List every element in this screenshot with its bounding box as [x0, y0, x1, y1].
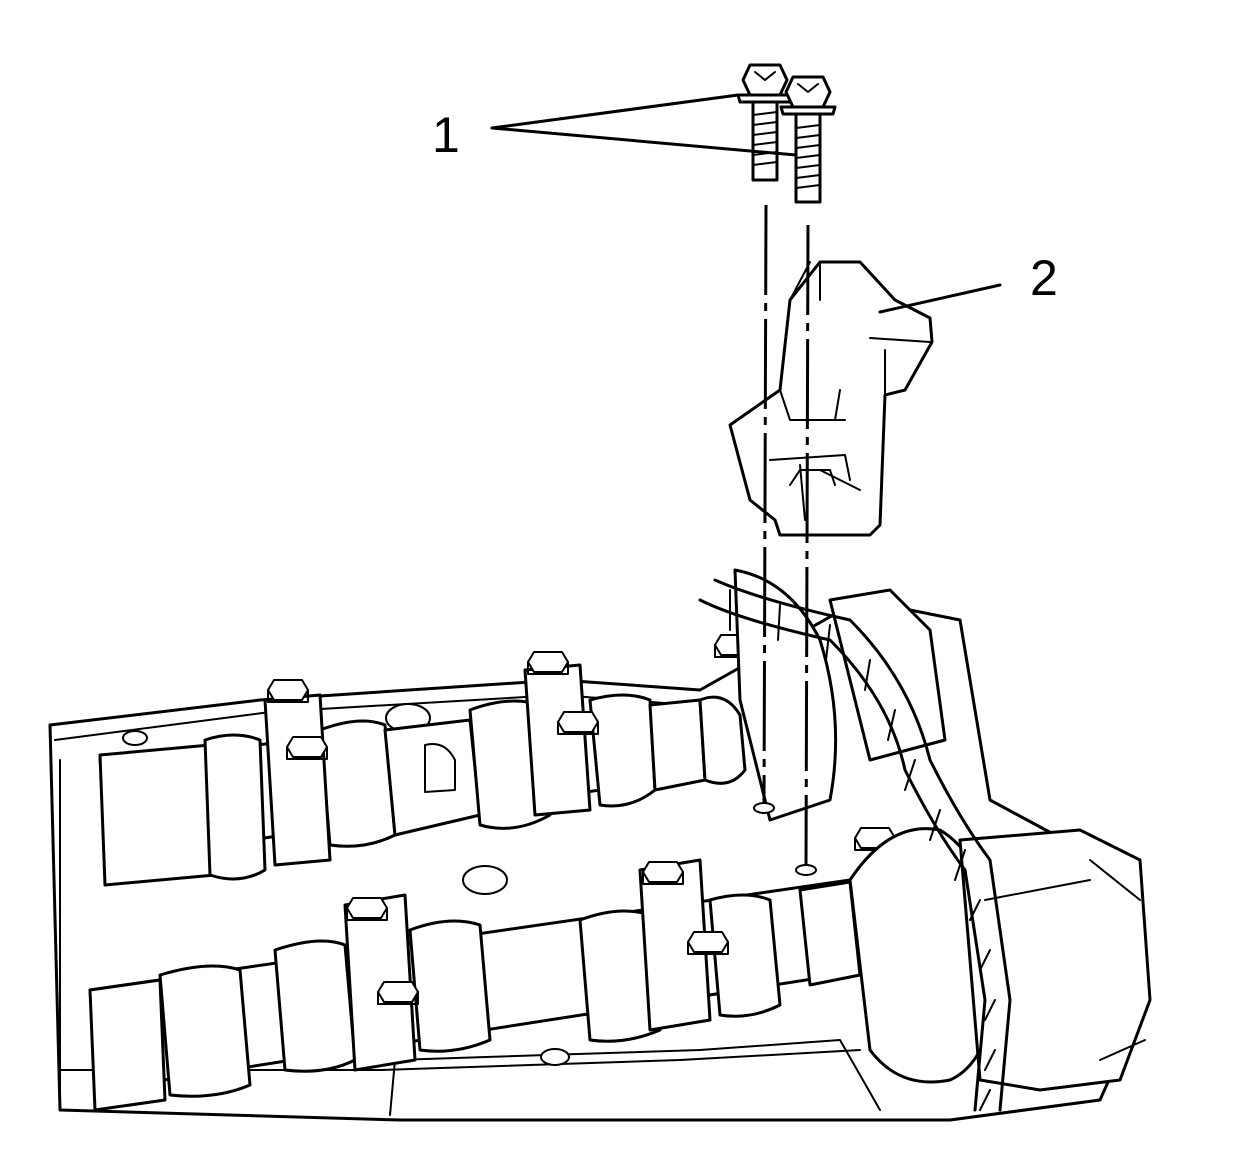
bearing-cap-bolts [267, 634, 943, 1005]
callout-leaders [490, 93, 1002, 314]
timing-sprockets-and-chain [698, 568, 1152, 1112]
callout-2-label: 2 [1030, 250, 1058, 306]
exhaust-camshaft [88, 858, 872, 1112]
callout-1-label: 1 [432, 107, 460, 163]
intake-camshaft [98, 663, 747, 887]
support-bracket [728, 260, 934, 537]
bolt-alignment-lines [753, 204, 817, 876]
bolt-right [779, 75, 837, 204]
bracket-bolts [736, 63, 837, 204]
bolt-left [736, 63, 794, 182]
